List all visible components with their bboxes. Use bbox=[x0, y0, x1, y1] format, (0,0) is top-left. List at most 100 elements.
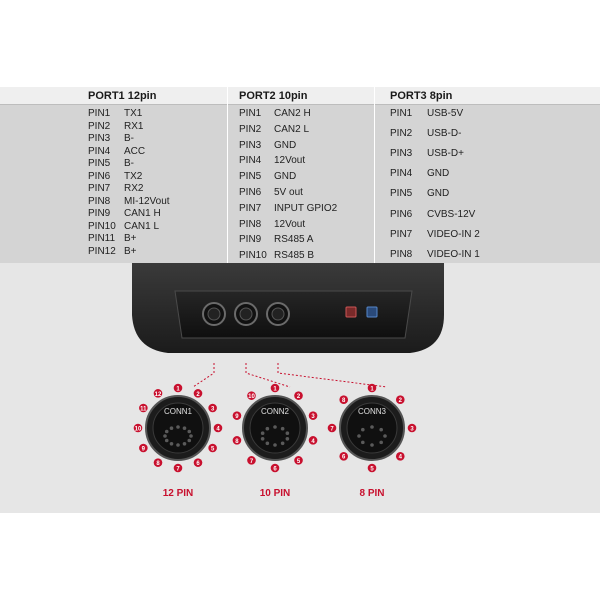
pin-marker-number: 1 bbox=[273, 386, 277, 392]
connector-pin-hole bbox=[379, 440, 383, 445]
pin-marker-number: 2 bbox=[297, 394, 301, 400]
pin-marker bbox=[173, 383, 183, 393]
connector-name: CONN2 bbox=[261, 407, 290, 416]
table-header-band bbox=[0, 87, 600, 105]
pin-marker-number: 8 bbox=[156, 461, 160, 467]
pin-number: PIN2 bbox=[88, 120, 111, 132]
pin-number: PIN6 bbox=[390, 208, 413, 220]
pin-marker-number: 6 bbox=[196, 461, 200, 467]
pin-number: PIN10 bbox=[239, 250, 267, 262]
pin-marker bbox=[139, 443, 148, 453]
connector-pin-hole bbox=[164, 438, 169, 443]
connector-pin-hole bbox=[182, 426, 187, 431]
pin-marker bbox=[339, 395, 349, 405]
pin-marker bbox=[294, 456, 303, 465]
connector-pin-count-label: 10 PIN bbox=[259, 488, 291, 499]
pin-number: PIN7 bbox=[390, 228, 413, 240]
pin-function: GND bbox=[274, 139, 297, 151]
pin-number: PIN12 bbox=[88, 245, 116, 257]
connector-pin-hole bbox=[265, 426, 270, 431]
pin-number: PIN7 bbox=[88, 183, 111, 194]
device-port-1 bbox=[202, 302, 226, 326]
pin-function: CAN2 L bbox=[274, 123, 310, 135]
connector-leader-line bbox=[277, 363, 388, 388]
pin-function: RX2 bbox=[124, 183, 144, 194]
pin-marker-number: 9 bbox=[235, 414, 239, 420]
pin-marker bbox=[247, 456, 256, 465]
pin-number: PIN5 bbox=[390, 188, 413, 200]
pin-marker-number: 2 bbox=[196, 392, 200, 398]
pin-number: PIN5 bbox=[88, 158, 111, 169]
pin-marker bbox=[208, 403, 217, 413]
pin-number: PIN2 bbox=[239, 123, 262, 135]
pin-marker-number: 3 bbox=[410, 426, 414, 432]
pin-number: PIN1 bbox=[88, 108, 111, 119]
pin-marker-number: 6 bbox=[273, 466, 277, 472]
pin-number: PIN4 bbox=[390, 168, 413, 180]
connector-name: CONN3 bbox=[358, 407, 387, 416]
pin-marker-number: 7 bbox=[250, 459, 254, 465]
pin-marker bbox=[367, 463, 377, 473]
pin-marker-number: 6 bbox=[342, 455, 346, 461]
pin-marker-number: 4 bbox=[399, 455, 403, 461]
connector-pin-hole bbox=[189, 434, 193, 438]
device-illustration bbox=[132, 263, 444, 353]
connector-name: CONN1 bbox=[164, 407, 193, 416]
pin-function: GND bbox=[427, 168, 450, 180]
pin-function: TX2 bbox=[124, 170, 143, 182]
connector-pin-hole bbox=[273, 425, 277, 429]
pin-function: 5V out bbox=[274, 187, 303, 198]
connector-pin-hole bbox=[370, 425, 374, 429]
pin-marker bbox=[294, 391, 303, 400]
pin-number: PIN1 bbox=[239, 108, 262, 119]
pin-marker bbox=[153, 389, 163, 398]
pin-function: RS485 A bbox=[274, 234, 314, 246]
pin-number: PIN1 bbox=[390, 108, 413, 119]
pin-number: PIN10 bbox=[88, 220, 116, 232]
pin-number: PIN4 bbox=[88, 145, 111, 157]
port1-title: PORT1 12pin bbox=[88, 90, 157, 102]
connector-pin-hole bbox=[260, 431, 265, 436]
connector-pin-hole bbox=[280, 441, 285, 446]
connector-pin-hole bbox=[164, 429, 169, 434]
connector-pin-count-label: 12 PIN bbox=[162, 488, 194, 499]
connector-pin-hole bbox=[187, 438, 192, 443]
pin-number: PIN3 bbox=[239, 139, 262, 151]
pin-function: RX1 bbox=[124, 120, 144, 132]
pin-number: PIN6 bbox=[88, 170, 111, 182]
connector-pin-hole bbox=[265, 441, 270, 446]
device-button-red bbox=[345, 306, 357, 318]
pin-function: INPUT GPIO2 bbox=[274, 202, 338, 214]
pin-marker bbox=[270, 383, 280, 393]
pin-function: B- bbox=[124, 133, 134, 144]
connector-pin-hole bbox=[379, 427, 383, 432]
pin-marker bbox=[213, 423, 223, 433]
connector-pin-hole bbox=[169, 441, 174, 446]
port3-title: PORT3 8pin bbox=[390, 90, 453, 102]
pin-function: ACC bbox=[124, 145, 146, 157]
device-button-blue bbox=[366, 306, 378, 318]
connector-pin-hole bbox=[383, 434, 387, 438]
pin-function: 12Vout bbox=[274, 155, 306, 167]
pin-function: B+ bbox=[124, 233, 137, 244]
pin-function: GND bbox=[274, 171, 297, 183]
pin-number: PIN6 bbox=[239, 187, 262, 198]
pin-function: 12Vout bbox=[274, 218, 306, 230]
pin-function: B+ bbox=[124, 245, 137, 257]
pin-number: PIN2 bbox=[390, 128, 413, 140]
pin-marker-number: 2 bbox=[399, 398, 403, 404]
pin-marker bbox=[173, 463, 183, 473]
pin-marker bbox=[395, 395, 405, 405]
pin-marker bbox=[232, 411, 242, 420]
pin-number: PIN5 bbox=[239, 171, 262, 183]
pin-function: TX1 bbox=[124, 108, 143, 119]
pin-marker bbox=[208, 443, 217, 453]
pin-marker bbox=[395, 451, 405, 461]
pin-number: PIN8 bbox=[390, 248, 413, 260]
connector-pin-hole bbox=[163, 434, 167, 438]
pin-marker bbox=[133, 423, 143, 433]
connector-pin-hole bbox=[176, 443, 180, 447]
